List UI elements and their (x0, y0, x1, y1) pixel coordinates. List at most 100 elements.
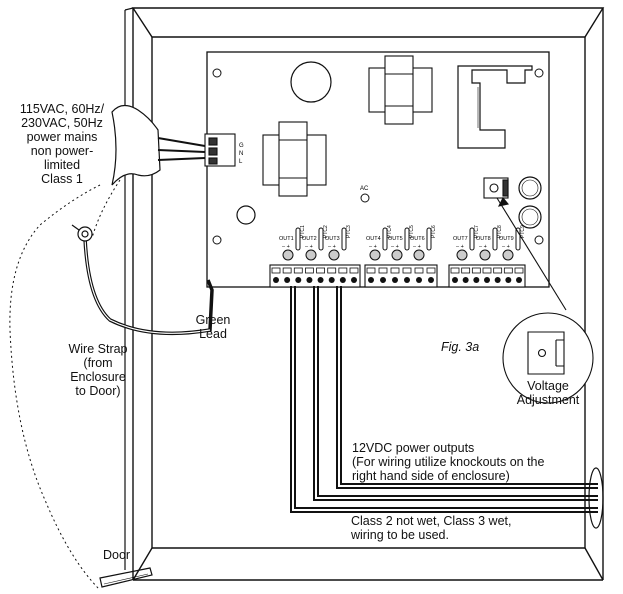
voltage-adjustment-label: Voltage Adjustment (508, 379, 588, 407)
terminal-screw (462, 277, 469, 283)
terminal-slot (514, 267, 524, 274)
terminal-slot (316, 267, 325, 274)
terminal-screw (473, 277, 480, 283)
terminal-screw (516, 277, 522, 283)
ptc-2 (318, 227, 324, 251)
output-led-9 (502, 249, 514, 261)
out-label-1: OUT1 (279, 236, 294, 242)
polarity-6: – + (413, 244, 421, 250)
ptc-1 (295, 227, 301, 251)
wire-strap-line-3: Enclosure (70, 370, 126, 384)
ptc-label-4: PTC4 (387, 225, 393, 238)
polarity-2: – + (305, 244, 313, 250)
terminal-slot (414, 267, 424, 274)
terminal-slot (482, 267, 492, 274)
mains-line-5: limited (43, 158, 81, 172)
ptc-label-9: PTC9 (520, 225, 526, 238)
voltage-callout (496, 197, 594, 404)
terminal-screw (452, 277, 458, 283)
terminal-slot (293, 267, 303, 274)
polarity-9: – + (502, 244, 510, 250)
door-label: Door (103, 548, 131, 562)
terminal-slot (378, 267, 388, 274)
ptc-7 (469, 227, 475, 251)
terminal-screw (505, 277, 512, 283)
polarity-5: – + (391, 244, 399, 250)
terminal-slot (366, 267, 376, 274)
mains-label: 115VAC, 60Hz/ 230VAC, 50Hz power mains n… (14, 102, 110, 186)
terminal-slot (271, 267, 281, 274)
wire-strap-line-4: to Door) (75, 384, 121, 398)
terminal-screw (328, 277, 335, 283)
terminal-screw (404, 277, 410, 283)
ptc-5 (404, 227, 410, 251)
mains-cable (111, 104, 206, 186)
class-note-line-1: Class 2 not wet, Class 3 wet, (351, 514, 512, 528)
output-led-2 (305, 249, 317, 261)
out-label-7: OUT7 (453, 236, 468, 242)
ground-strap (71, 224, 214, 336)
green-lead-line-2: Lead (199, 327, 227, 341)
mounting-screws (212, 68, 544, 245)
output-led-1 (282, 249, 294, 261)
output-led-3 (328, 249, 340, 261)
fig-label: Fig. 3a (441, 340, 480, 354)
ptc-label-1: PTC1 (300, 225, 306, 238)
polarity-3: – + (328, 244, 336, 250)
ptc-4 (382, 227, 388, 251)
polarity-1: – + (282, 244, 290, 250)
terminal-screw (494, 277, 501, 283)
terminal-screw (380, 277, 386, 283)
out-label-4: OUT4 (366, 236, 381, 242)
pin-g-label: G (239, 143, 244, 149)
terminal-slot (471, 267, 481, 274)
pin-l-label: L (239, 159, 243, 165)
outputs-note-line-2: (For wiring utilize knockouts on the (352, 455, 545, 469)
polarity-4: – + (369, 244, 377, 250)
ptc-label-8: PTC8 (497, 225, 503, 238)
transformer-left (262, 121, 327, 197)
ptc-label-7: PTC7 (474, 225, 480, 238)
ac-led-label: AC (360, 186, 369, 192)
voltage-pot (483, 177, 509, 199)
terminal-slot (390, 267, 400, 274)
outputs-note-line-3: right hand side of enclosure) (352, 469, 510, 483)
circuit-board: G N L AC (204, 51, 550, 288)
mains-line-2: 230VAC, 50Hz (21, 116, 103, 130)
wire-strap-line-2: (from (83, 356, 113, 370)
capacitor (290, 61, 332, 103)
ac-input-connector (204, 133, 236, 167)
terminal-screw (295, 277, 302, 283)
output-led-7 (456, 249, 468, 261)
terminal-screw (428, 277, 434, 283)
voltage-adjustment-line-1: Voltage (527, 379, 569, 393)
mains-line-1: 115VAC, 60Hz/ (19, 102, 105, 116)
wire-strap-line-1: Wire Strap (68, 342, 128, 356)
voltage-adjustment-line-2: Adjustment (516, 393, 580, 407)
pin-n-label: N (239, 151, 243, 157)
output-led-6 (413, 249, 425, 261)
terminal-slot (402, 267, 412, 274)
terminal-screw (416, 277, 422, 283)
terminal-screw (351, 277, 357, 283)
ptc-label-5: PTC5 (409, 225, 415, 238)
terminal-slot (426, 267, 436, 274)
out-label-6: OUT6 (410, 236, 425, 242)
terminal-slot (450, 267, 460, 274)
green-lead-label: Green Lead (192, 313, 234, 341)
mains-line-6: Class 1 (41, 172, 83, 186)
terminal-screw (284, 277, 291, 283)
transformer-right (368, 55, 433, 125)
ptc-6 (426, 227, 432, 251)
terminal-screw (368, 277, 374, 283)
terminal-slot (282, 267, 292, 274)
terminal-slot (349, 267, 359, 274)
wire-strap-label: Wire Strap (from Enclosure to Door) (60, 342, 136, 398)
out-label-5: OUT5 (388, 236, 403, 242)
ac-led (360, 193, 370, 203)
terminal-screw (273, 277, 279, 283)
outputs-note: 12VDC power outputs (For wiring utilize … (352, 441, 544, 483)
polarity-7: – + (456, 244, 464, 250)
